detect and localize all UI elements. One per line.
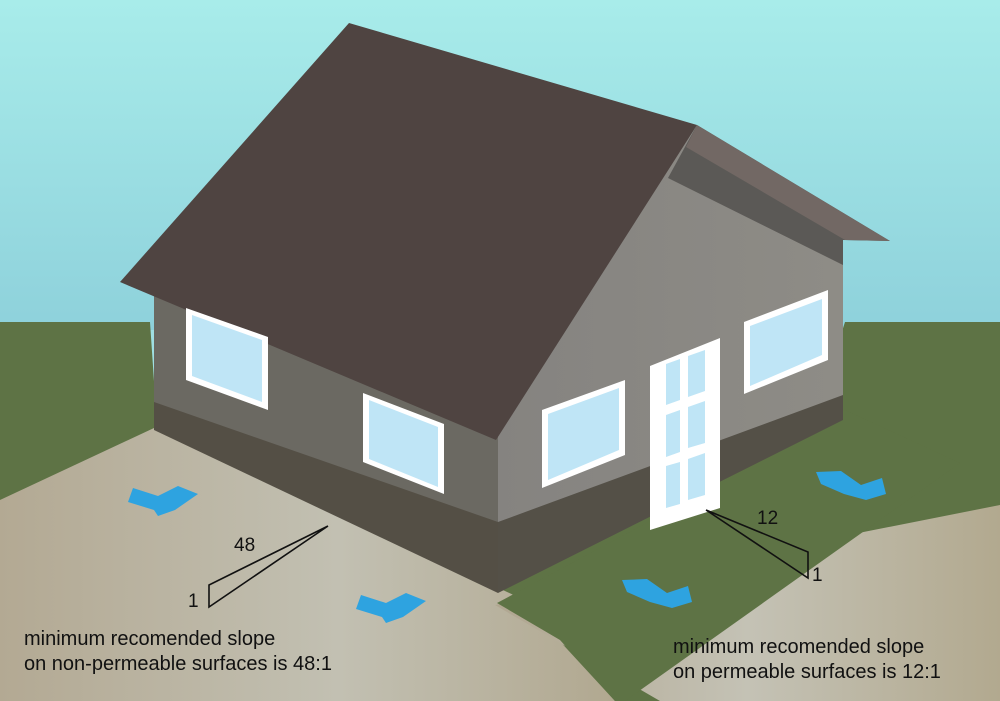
caption-right-line2: on permeable surfaces is 12:1	[673, 661, 941, 683]
roof-gable-trim	[686, 125, 890, 241]
slope-run-right: 12	[757, 508, 778, 529]
caption-permeable: minimum recomended slope on permeable su…	[673, 635, 941, 685]
caption-non-permeable: minimum recomended slope on non-permeabl…	[24, 627, 332, 677]
slope-rise-right: 1	[812, 565, 823, 586]
flow-arrow-icon	[622, 579, 692, 608]
slope-run-left: 48	[234, 535, 255, 556]
caption-left-line1: minimum recomended slope	[24, 628, 276, 650]
window-left-2	[363, 393, 444, 494]
caption-right-line1: minimum recomended slope	[673, 636, 925, 658]
flow-arrow-icon	[356, 593, 426, 623]
slope-triangle-right	[705, 509, 809, 580]
front-door	[650, 338, 720, 530]
foundation-left	[154, 400, 498, 593]
flow-arrow-icon	[128, 486, 198, 516]
flow-arrow-icon	[816, 471, 886, 500]
window-right-2	[744, 290, 828, 394]
slope-rise-left: 1	[188, 591, 199, 612]
window-right-1	[542, 380, 625, 488]
caption-left-line2: on non-permeable surfaces is 48:1	[24, 653, 332, 675]
window-left-1	[186, 308, 268, 410]
slope-triangle-left	[208, 525, 329, 609]
